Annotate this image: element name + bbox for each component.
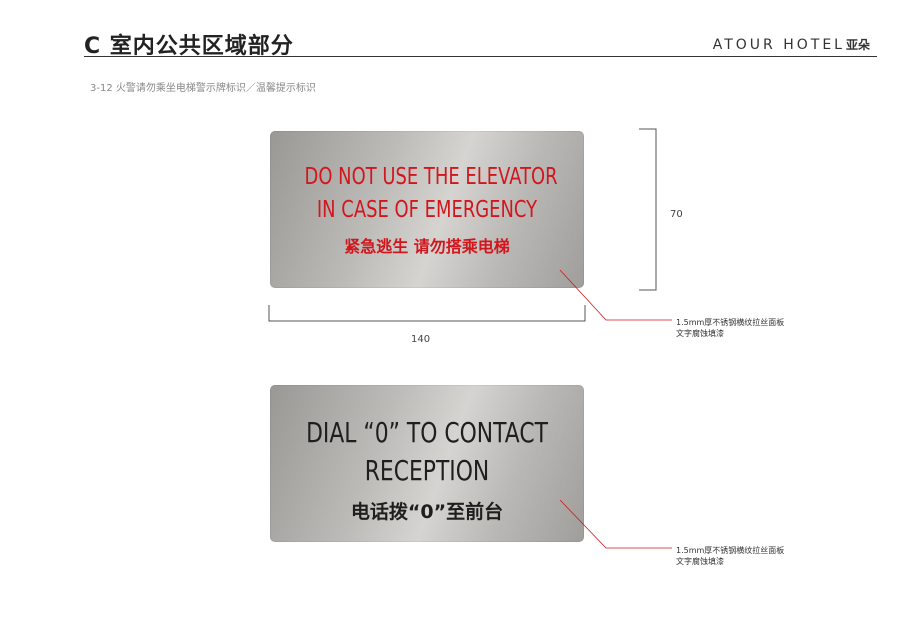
material-note-line2: 文字腐蚀填漆	[676, 329, 724, 338]
section-caption: 3-12 火警请勿乘坐电梯警示牌标识／温馨提示标识	[90, 83, 316, 94]
brand-name-en: ATOUR HOTEL	[712, 37, 845, 53]
sign-text-en-line2: IN CASE OF EMERGENCY	[316, 197, 538, 223]
sign-text-en-line1: DIAL “0” TO CONTACT	[306, 416, 548, 449]
brand-logo: ATOUR HOTEL亚朵	[713, 36, 870, 53]
height-dimension-label: 70	[670, 209, 683, 220]
sign-text-en-line2: RECEPTION	[364, 454, 490, 487]
elevator-warning-sign: DO NOT USE THE ELEVATOR IN CASE OF EMERG…	[270, 131, 584, 288]
sign-text-cn: 电话拨“0”至前台	[350, 501, 504, 523]
sign-text-en-line1: DO NOT USE THE ELEVATOR	[304, 164, 558, 190]
leader-line-2	[559, 499, 672, 549]
leader-line-1	[559, 269, 672, 321]
material-note-line2: 文字腐蚀填漆	[676, 557, 724, 566]
header-divider	[84, 56, 877, 57]
width-dimension-bracket	[268, 305, 586, 322]
material-note-2: 1.5mm厚不锈钢横纹拉丝面板 文字腐蚀填漆	[676, 545, 784, 567]
material-note-1: 1.5mm厚不锈钢横纹拉丝面板 文字腐蚀填漆	[676, 317, 784, 339]
brand-name-cn: 亚朵	[845, 38, 870, 52]
material-note-line1: 1.5mm厚不锈钢横纹拉丝面板	[676, 546, 785, 555]
width-dimension-label: 140	[411, 334, 431, 345]
height-dimension-bracket	[639, 128, 657, 291]
material-note-line1: 1.5mm厚不锈钢横纹拉丝面板	[676, 318, 785, 327]
reception-info-sign: DIAL “0” TO CONTACT RECEPTION 电话拨“0”至前台	[270, 385, 584, 542]
page-title: C 室内公共区域部分	[84, 34, 294, 59]
sign-text-cn: 紧急逃生 请勿搭乘电梯	[344, 237, 510, 256]
